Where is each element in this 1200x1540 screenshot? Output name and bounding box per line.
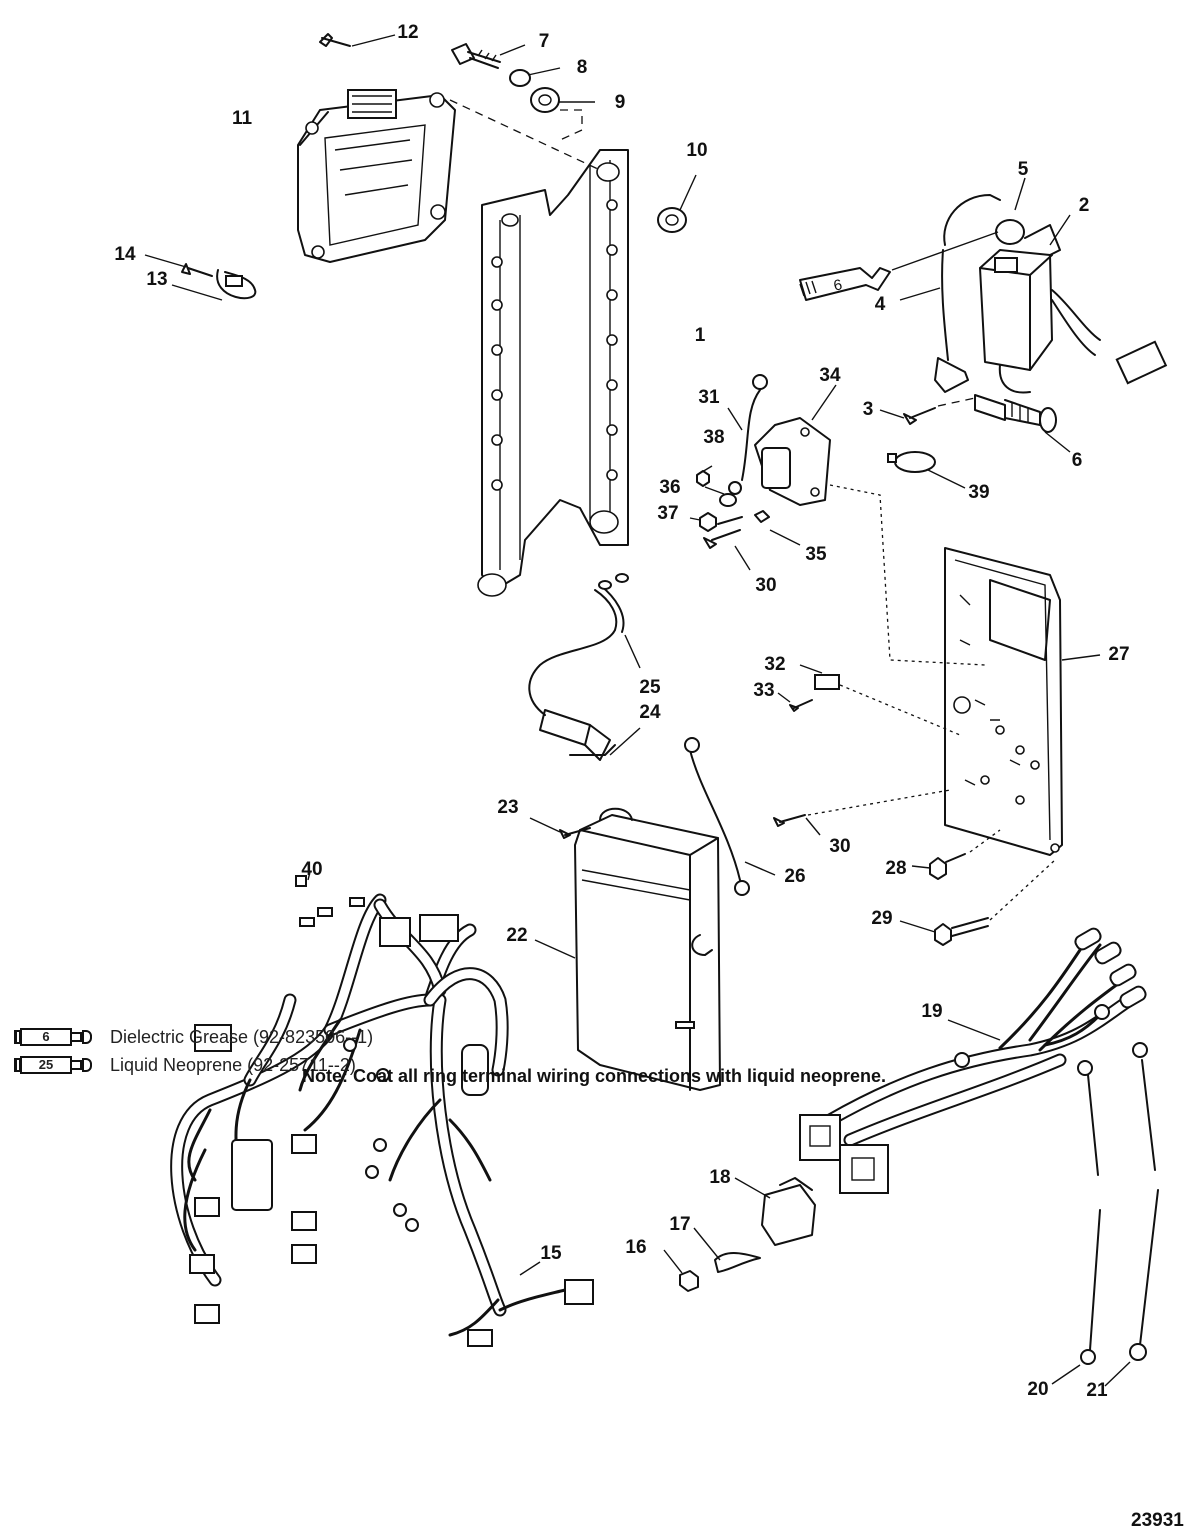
- callout-30-upper: 30: [755, 575, 777, 596]
- tube-icon: 25: [14, 1055, 96, 1076]
- part-screw-washer-grommet: [449, 43, 601, 171]
- callout-16: 16: [625, 1237, 647, 1258]
- callout-26: 26: [784, 866, 806, 887]
- callout-3: 3: [862, 399, 874, 420]
- callout-4: 4: [874, 294, 886, 315]
- callout-40: 40: [301, 859, 323, 880]
- part-screws-28-29-30: [773, 789, 1056, 946]
- callout-30-lower: 30: [829, 836, 851, 857]
- callout-14: 14: [114, 244, 136, 265]
- part-cover-22: [529, 737, 776, 1091]
- part-cables-20-21: [1051, 1042, 1159, 1387]
- part-clip-39: [887, 451, 966, 489]
- callout-9: 9: [614, 92, 626, 113]
- callout-6-plug: 6: [1071, 450, 1083, 471]
- callout-32: 32: [764, 654, 786, 675]
- callout-22: 22: [506, 925, 528, 946]
- part-battery-harness-19: [663, 927, 1147, 1292]
- callout-29: 29: [871, 908, 893, 929]
- callout-20: 20: [1027, 1379, 1049, 1400]
- callout-2: 2: [1078, 195, 1090, 216]
- part-screw-3: [879, 397, 976, 425]
- callout-18: 18: [709, 1167, 731, 1188]
- callout-28: 28: [885, 858, 907, 879]
- callout-11: 11: [231, 108, 253, 129]
- callout-36: 36: [659, 477, 681, 498]
- legend-label: Liquid Neoprene (92-25711--2): [110, 1055, 356, 1075]
- callout-24: 24: [639, 702, 661, 723]
- legend-label: Dielectric Grease (92-823506--1): [110, 1027, 374, 1047]
- callout-27: 27: [1108, 644, 1130, 665]
- drawing-number: 23931: [1131, 1510, 1184, 1531]
- part-lead-25: [528, 573, 641, 761]
- callout-5: 5: [1017, 159, 1029, 180]
- callout-34: 34: [819, 365, 841, 386]
- part-mounting-bracket: [477, 149, 629, 597]
- note-text: Note: Coat all ring terminal wiring conn…: [302, 1066, 887, 1086]
- tube-icon: 6: [14, 1027, 96, 1048]
- callout-1: 1: [694, 325, 706, 346]
- part-bushing-10: [657, 174, 697, 233]
- callout-33: 33: [753, 680, 775, 701]
- part-clamp-and-screw: [144, 254, 257, 301]
- callout-25: 25: [639, 677, 661, 698]
- callout-38: 38: [703, 427, 725, 448]
- part-retainer-32: [777, 664, 961, 736]
- part-ignition-coil: [799, 177, 1168, 453]
- part-bolt-12: [319, 33, 396, 47]
- callout-35: 35: [805, 544, 827, 565]
- legend-dielectric-grease: 6 Dielectric Grease (92-823506--1): [14, 1027, 373, 1048]
- callout-7: 7: [538, 31, 550, 52]
- callout-37: 37: [657, 503, 679, 524]
- part-control-module: [297, 89, 456, 263]
- part-main-harness: [170, 871, 594, 1347]
- legend-liquid-neoprene: 25 Liquid Neoprene (92-25711--2): [14, 1055, 356, 1076]
- callout-10: 10: [686, 140, 708, 161]
- callout-23: 23: [497, 797, 519, 818]
- part-starter-solenoid: [689, 374, 986, 666]
- callout-12: 12: [397, 22, 419, 43]
- callout-31: 31: [698, 387, 720, 408]
- callout-13: 13: [146, 269, 168, 290]
- callout-8: 8: [576, 57, 588, 78]
- callout-19: 19: [921, 1001, 943, 1022]
- part-electrical-plate: [944, 547, 1101, 856]
- callout-39: 39: [968, 482, 990, 503]
- callout-15: 15: [540, 1243, 562, 1264]
- callout-21: 21: [1086, 1380, 1108, 1401]
- callout-17: 17: [669, 1214, 691, 1235]
